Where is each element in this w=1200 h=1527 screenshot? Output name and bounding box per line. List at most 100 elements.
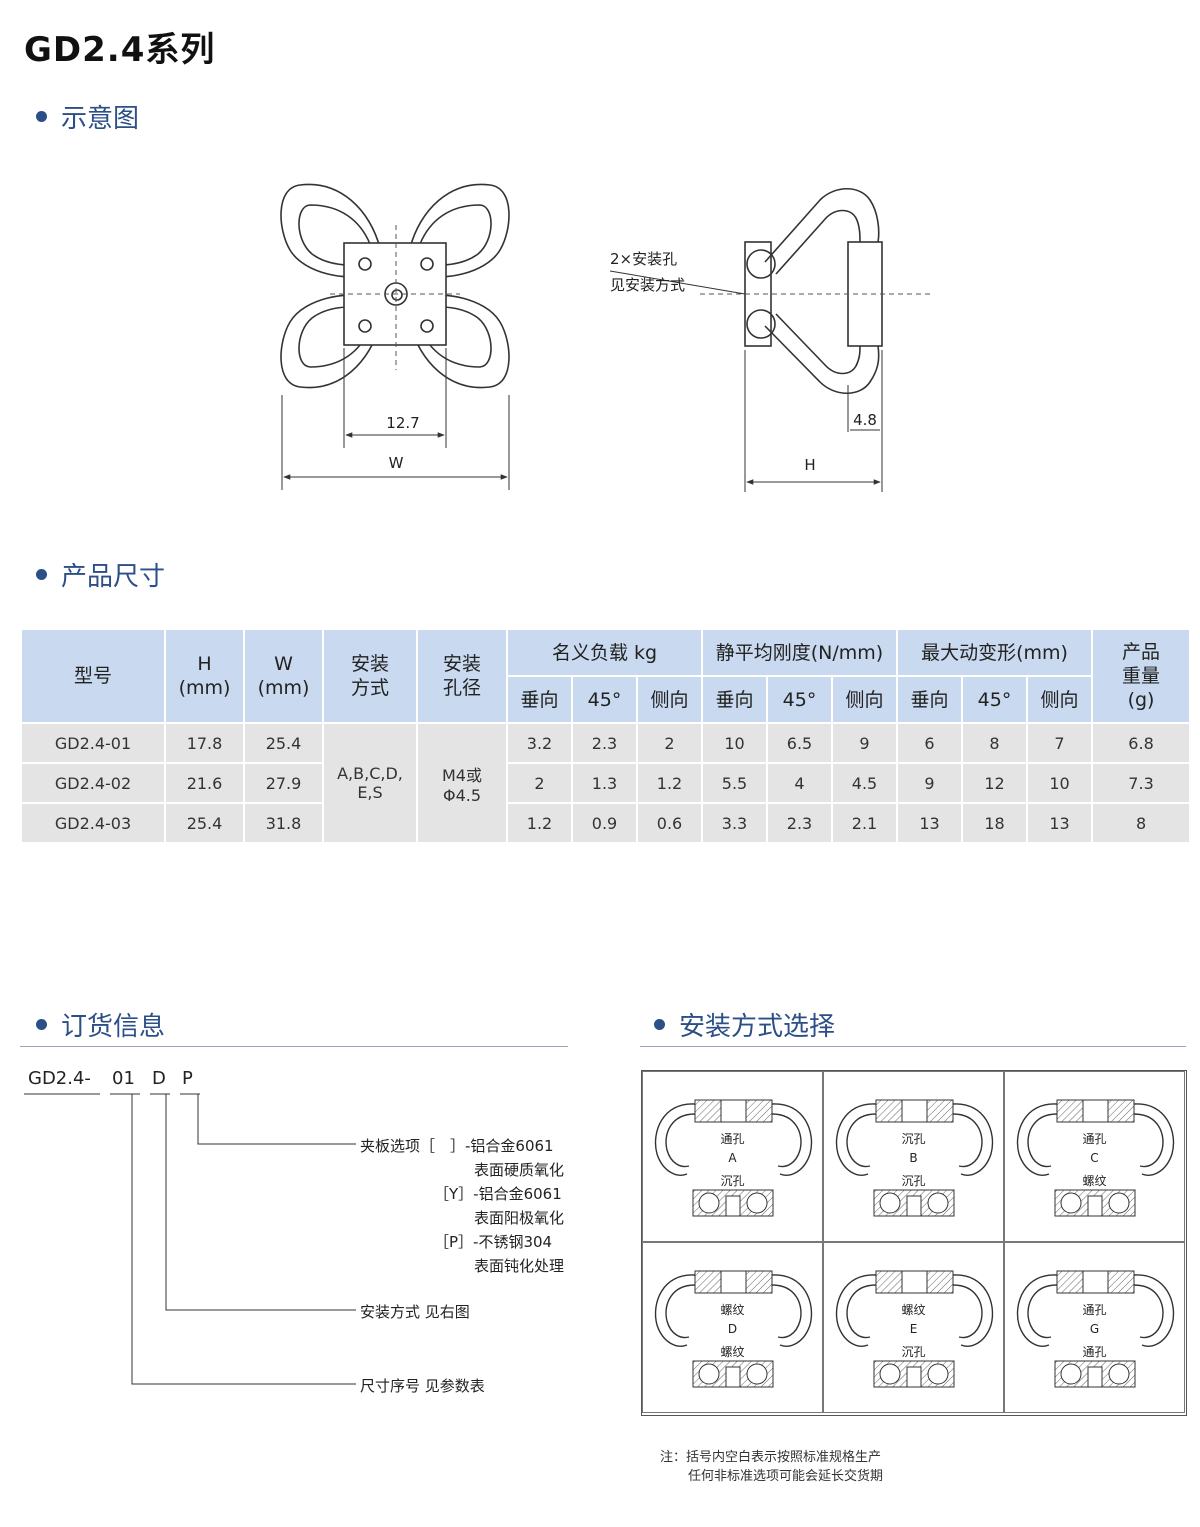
mount-top-label: 通孔 xyxy=(1082,1303,1107,1317)
hole-label-1: 2×安装孔 xyxy=(610,250,677,268)
cell-weight: 7.3 xyxy=(1093,764,1190,802)
cell-load-vertical: 3.2 xyxy=(508,724,571,762)
cell-weight: 6.8 xyxy=(1093,724,1190,762)
col-w: W(mm) xyxy=(245,630,322,722)
ordering-code-diagram: GD2.4- 01 D P 夹板选项［ ］-铝合金6061 表面硬质氧化 ［Y］… xyxy=(20,1060,610,1400)
footnote-line-2: 任何非标准选项可能会延长交货期 xyxy=(688,1469,884,1484)
bullet-icon xyxy=(36,569,47,580)
cell-weight: 8 xyxy=(1093,804,1190,842)
col-group-load: 名义负载 kg xyxy=(508,630,701,675)
cell-load-vertical: 2 xyxy=(508,764,571,802)
cell-deform-45: 12 xyxy=(963,764,1027,802)
mount-letter: D xyxy=(727,1322,738,1336)
cell-hole-line-2: Φ4.5 xyxy=(442,785,482,805)
section-mounting-label: 安装方式选择 xyxy=(679,1012,836,1042)
hole-label-2: 见安装方式 xyxy=(610,276,685,294)
cell-h: 25.4 xyxy=(166,804,243,842)
sub-deform-side: 侧向 xyxy=(1028,677,1092,722)
cell-deform-vertical: 6 xyxy=(898,724,962,762)
dim-h-label: H xyxy=(804,456,815,474)
cell-stiff-side: 2.1 xyxy=(833,804,897,842)
section-diagram-label: 示意图 xyxy=(61,104,140,134)
mounting-option-b: 沉孔 B 沉孔 xyxy=(823,1071,1004,1242)
spec-table: 型号 H(mm) W(mm) 安装方式 安装孔径 名义负载 kg 静平均刚度(N… xyxy=(20,628,1191,844)
col-hole: 安装孔径 xyxy=(418,630,506,722)
mount-top-label: 通孔 xyxy=(720,1132,745,1146)
mount-letter: B xyxy=(909,1151,918,1165)
col-mount-label-1: 安装 xyxy=(350,653,389,675)
mount-bottom-label: 沉孔 xyxy=(901,1174,926,1188)
cell-w: 27.9 xyxy=(245,764,322,802)
mounting-option-c: 通孔 C 螺纹 xyxy=(1004,1071,1185,1242)
cell-h: 17.8 xyxy=(166,724,243,762)
cell-h: 21.6 xyxy=(166,764,243,802)
cell-w: 25.4 xyxy=(245,724,322,762)
cell-load-45: 1.3 xyxy=(573,764,636,802)
section-dimensions-label: 产品尺寸 xyxy=(61,562,166,592)
cell-load-side: 2 xyxy=(638,724,701,762)
size-option-line: 尺寸序号 见参数表 xyxy=(360,1377,485,1395)
mount-bottom-label: 沉孔 xyxy=(901,1345,926,1359)
cell-stiff-45: 4 xyxy=(768,764,831,802)
footnote-line-1: 注：括号内空白表示按照标准规格生产 xyxy=(660,1450,882,1465)
plate-option-line-1: 夹板选项［ ］-铝合金6061 xyxy=(360,1137,554,1155)
section-ordering-label: 订货信息 xyxy=(61,1012,166,1042)
cell-model: GD2.4-03 xyxy=(22,804,164,842)
cell-deform-vertical: 9 xyxy=(898,764,962,802)
mount-letter: A xyxy=(728,1151,737,1165)
col-mount-label-2: 方式 xyxy=(350,677,389,699)
plate-option-line-4: 表面阳极氧化 xyxy=(474,1209,565,1227)
mount-letter: G xyxy=(1089,1322,1100,1336)
col-w-unit: (mm) xyxy=(257,677,310,699)
cell-mount: A,B,C,D,E,S xyxy=(324,724,416,842)
cell-stiff-side: 4.5 xyxy=(833,764,897,802)
cell-stiff-vertical: 10 xyxy=(703,724,766,762)
cell-load-vertical: 1.2 xyxy=(508,804,571,842)
mount-top-label: 螺纹 xyxy=(720,1303,745,1317)
cell-stiff-45: 6.5 xyxy=(768,724,831,762)
cell-mount-line-2: E,S xyxy=(357,783,383,802)
col-hole-label-1: 安装 xyxy=(442,653,481,675)
mount-bottom-label: 沉孔 xyxy=(720,1174,745,1188)
mount-letter: C xyxy=(1090,1151,1099,1165)
cell-load-side: 1.2 xyxy=(638,764,701,802)
plate-option-line-5: ［P］-不锈钢304 xyxy=(434,1233,553,1251)
sub-deform-vertical: 垂向 xyxy=(898,677,962,722)
cell-model: GD2.4-02 xyxy=(22,764,164,802)
sub-stiff-45: 45° xyxy=(768,677,831,722)
mount-option-line: 安装方式 见右图 xyxy=(360,1303,470,1321)
dim-12-7-label: 12.7 xyxy=(386,414,419,432)
dim-w-label: W xyxy=(389,454,404,472)
cell-deform-45: 18 xyxy=(963,804,1027,842)
col-weight-label-1: 产品 xyxy=(1122,641,1161,663)
mount-bottom-label: 通孔 xyxy=(1082,1345,1107,1359)
cell-model: GD2.4-01 xyxy=(22,724,164,762)
col-group-stiffness: 静平均刚度(N/mm) xyxy=(703,630,897,675)
ordering-divider xyxy=(20,1046,568,1047)
cell-deform-45: 8 xyxy=(963,724,1027,762)
plate-option-line-6: 表面钝化处理 xyxy=(474,1257,565,1275)
cell-hole-line-1: M4或 xyxy=(442,765,482,785)
cell-deform-side: 10 xyxy=(1028,764,1092,802)
order-code-base: GD2.4- xyxy=(28,1068,91,1089)
col-h-unit: (mm) xyxy=(178,677,231,699)
cell-w: 31.8 xyxy=(245,804,322,842)
mount-top-label: 通孔 xyxy=(1082,1132,1107,1146)
sub-stiff-side: 侧向 xyxy=(833,677,897,722)
col-weight: 产品重量(g) xyxy=(1093,630,1190,722)
cell-mount-line-1: A,B,C,D, xyxy=(337,764,403,783)
col-mount: 安装方式 xyxy=(324,630,416,722)
order-code-size: 01 xyxy=(112,1068,135,1089)
schematic-drawing: 12.7 W 2×安装孔 见安装方式 4.8 H xyxy=(280,183,930,492)
mounting-option-e: 螺纹 E 沉孔 xyxy=(823,1242,1004,1413)
section-diagram-heading: 示意图 xyxy=(36,98,139,135)
table-row: GD2.4-03 25.4 31.8 1.2 0.9 0.6 3.3 2.3 2… xyxy=(22,804,1190,842)
table-subheader-row: 垂向 45° 侧向 垂向 45° 侧向 垂向 45° 侧向 xyxy=(22,677,1189,722)
cell-stiff-45: 2.3 xyxy=(768,804,831,842)
footnote: 注：括号内空白表示按照标准规格生产 任何非标准选项可能会延长交货期 xyxy=(660,1448,883,1486)
sub-load-side: 侧向 xyxy=(638,677,701,722)
mount-bottom-label: 螺纹 xyxy=(1082,1174,1107,1188)
col-weight-label-2: 重量 xyxy=(1122,665,1161,687)
bullet-icon xyxy=(36,1019,47,1030)
